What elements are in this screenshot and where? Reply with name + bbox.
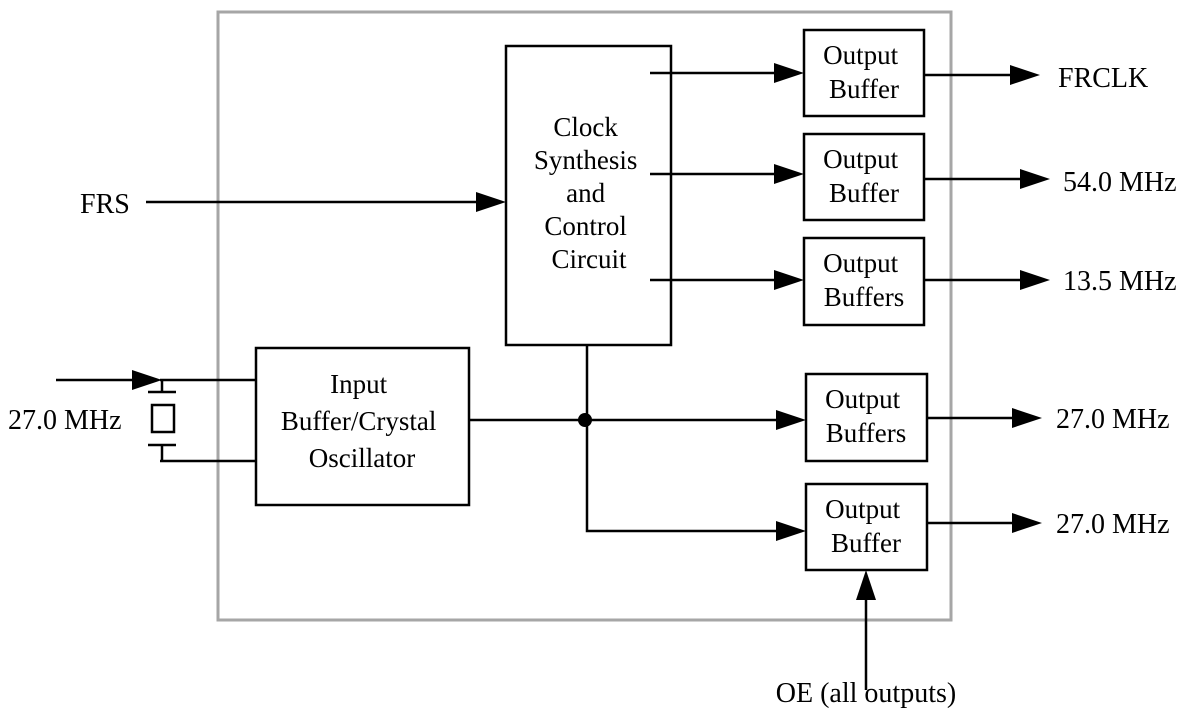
frs-arrowhead: [476, 192, 506, 212]
clock-synthesis-label: Clock Synthesis and Control Circuit: [534, 112, 644, 274]
output-buffer-1-label: Output Buffer: [823, 40, 905, 104]
out-54-arrowhead: [1020, 169, 1050, 189]
out-27-b-label: 27.0 MHz: [1056, 509, 1170, 540]
output-buffer-5-block: [804, 482, 929, 572]
clock-feed-wire: [585, 345, 779, 533]
crystal-icon: [148, 380, 176, 461]
output-buffer-5-label: Output Buffer: [825, 494, 907, 558]
out-27-b-arrowhead: [1012, 513, 1042, 533]
junction-dot: [578, 413, 592, 427]
output-buffers-4-block: [804, 372, 929, 463]
buffer-4-input-arrowhead: [776, 410, 806, 430]
out-13-5-label: 13.5 MHz: [1063, 266, 1177, 297]
output-buffers-4-label: Output Buffers: [825, 384, 907, 448]
crystal-input-arrowhead: [132, 370, 162, 390]
clock-to-buffer-2-arrowhead: [774, 164, 804, 184]
input-clock-label: 27.0 MHz: [8, 405, 122, 436]
input-buffer-oscillator-block: [254, 346, 471, 507]
chip-outline: [216, 10, 953, 622]
clock-to-buffer-1-arrowhead: [774, 63, 804, 83]
clock-to-buffer-3-arrowhead: [774, 270, 804, 290]
output-buffer-1-block: [802, 28, 926, 118]
oe-label: OE (all outputs): [776, 678, 956, 709]
output-buffer-2-label: Output Buffer: [823, 144, 905, 208]
input-buffer-oscillator-label: Input Buffer/Crystal Oscillator: [281, 369, 443, 473]
frclk-label: FRCLK: [1058, 63, 1148, 94]
clock-synthesis-block: [504, 44, 673, 347]
out-13-5-arrowhead: [1020, 270, 1050, 290]
buffer-5-input-arrowhead: [776, 521, 806, 541]
output-buffer-2-block: [802, 132, 926, 222]
out-27-a-label: 27.0 MHz: [1056, 404, 1170, 435]
frs-label: FRS: [80, 189, 130, 220]
out-27-a-arrowhead: [1012, 408, 1042, 428]
frclk-arrowhead: [1010, 65, 1040, 85]
output-buffers-3-label: Output Buffers: [823, 248, 905, 312]
oe-arrowhead: [856, 570, 876, 600]
output-buffers-3-block: [802, 236, 926, 327]
out-54-label: 54.0 MHz: [1063, 167, 1177, 198]
